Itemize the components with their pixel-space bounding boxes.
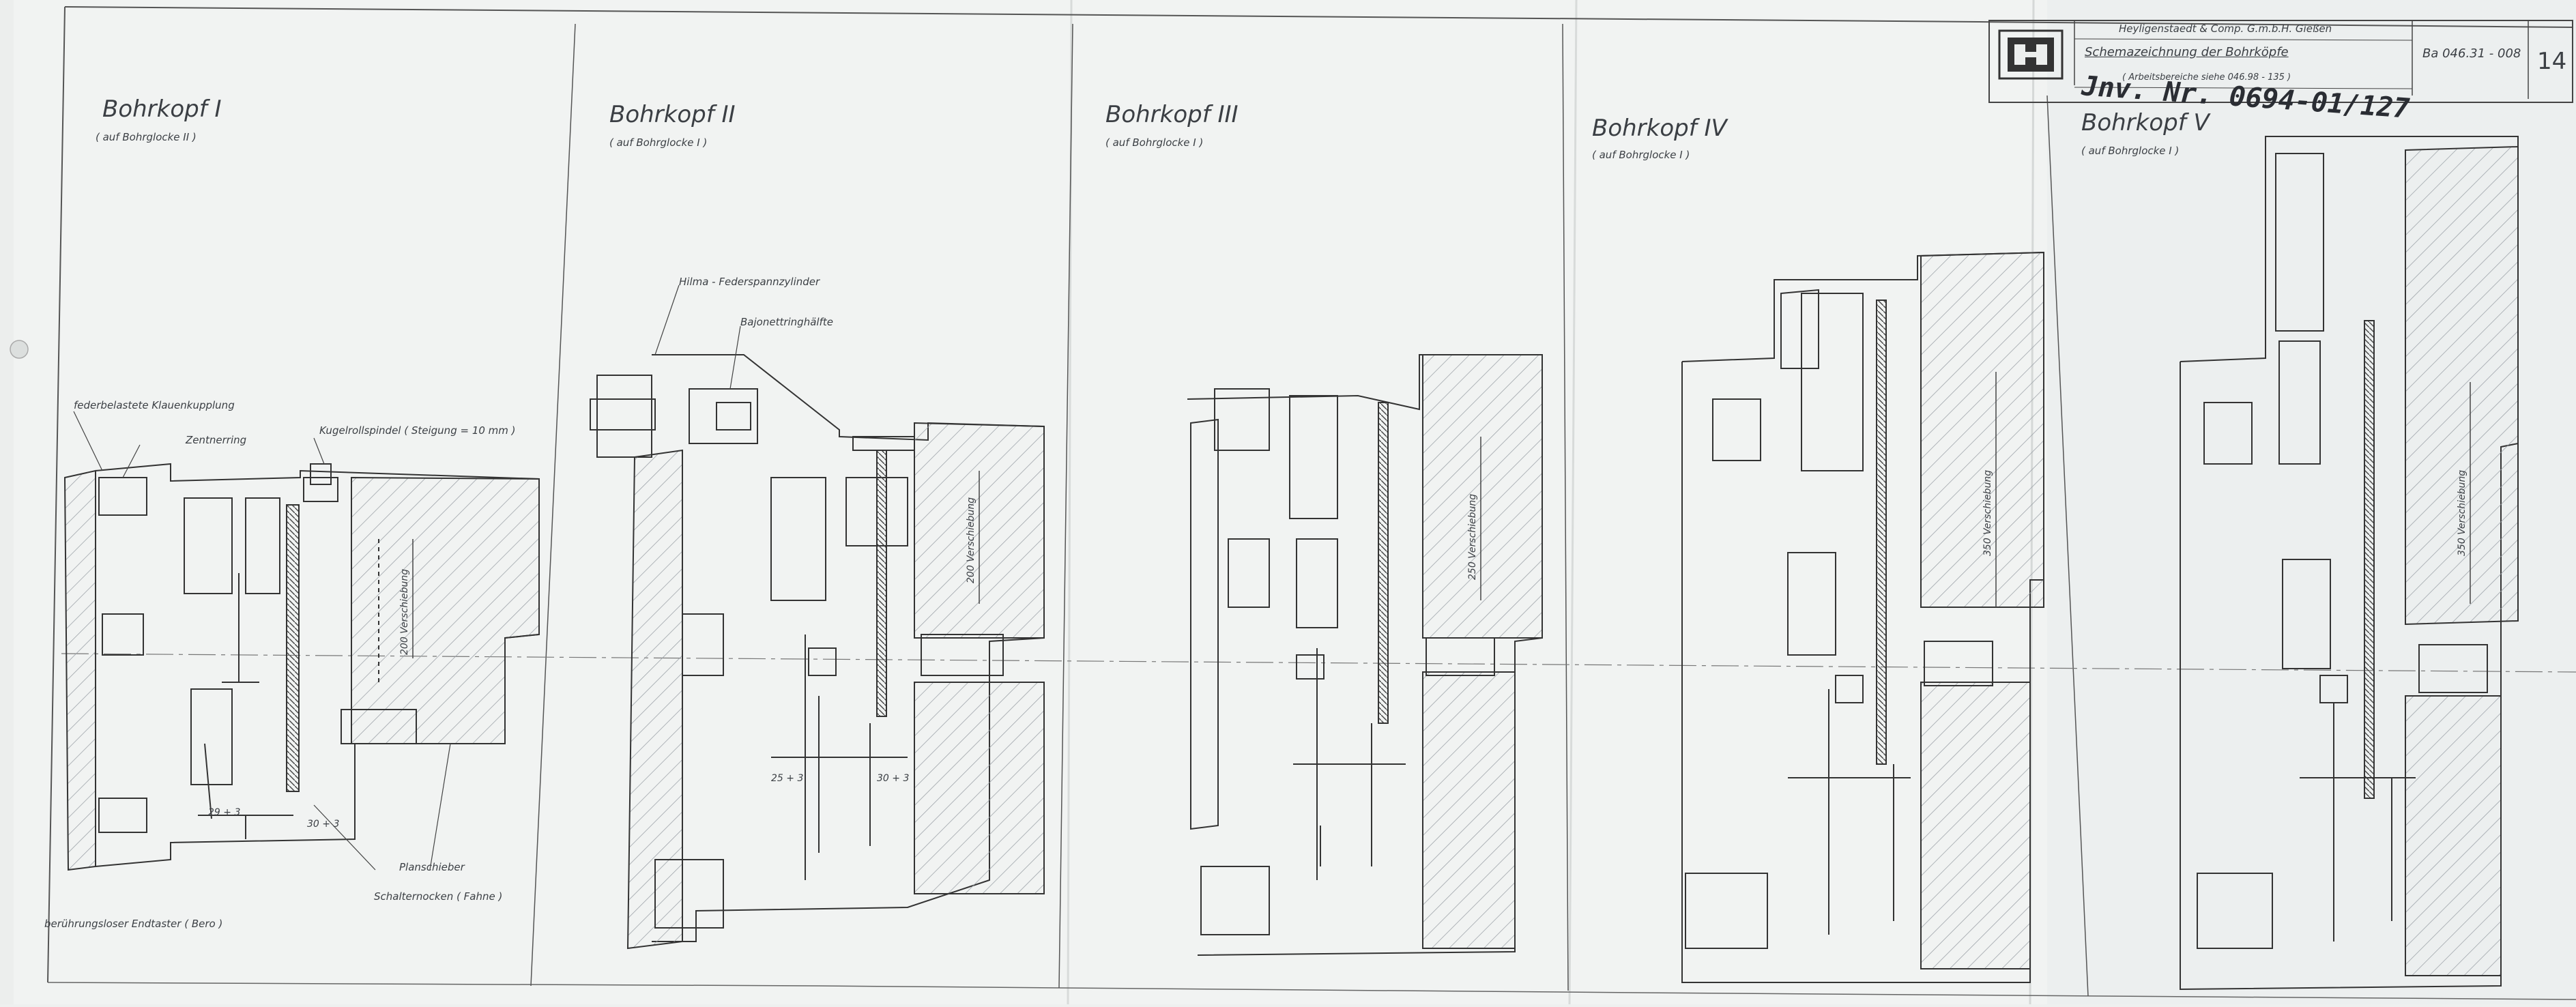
bohrkopf-1-subtitle: ( auf Bohrglocke II ) (96, 131, 197, 143)
bohrkopf-5-subtitle: ( auf Bohrglocke I ) (2081, 145, 2180, 157)
bohrkopf-2-subtitle: ( auf Bohrglocke I ) (609, 136, 708, 149)
bohrkopf-3-subtitle: ( auf Bohrglocke I ) (1105, 136, 1204, 149)
bohrkopf-4-drawing (1681, 251, 2044, 983)
bohrkopf-2-title: Bohrkopf II (609, 101, 736, 128)
bohrkopf-5-travel: 350 Verschiebung (2457, 469, 2468, 556)
bohrkopf-2-drawing (590, 354, 1045, 950)
label-zentnerring: Zentnerring (186, 434, 247, 446)
label-planschieber: Planschieber (399, 861, 465, 873)
label-kugelrollspindel: Kugelrollspindel ( Steigung = 10 mm ) (319, 424, 516, 437)
leader-lines (73, 284, 741, 871)
label-federbelastete-klauenkupplung: federbelastete Klauenkupplung (74, 399, 235, 411)
bohrkopf-5-drawing (2180, 136, 2519, 991)
company-logo (1998, 29, 2064, 80)
dim-h1-a: 29 + 3 (208, 807, 241, 818)
bohrkopf-3-travel: 250 Verschiebung (1467, 493, 1478, 580)
bohrkopf-5-title: Bohrkopf V (2081, 109, 2210, 136)
label-schalternocken: Schalternocken ( Fahne ) (374, 890, 503, 903)
bohrkopf-4-title: Bohrkopf IV (1592, 115, 1727, 142)
bohrkopf-3-title: Bohrkopf III (1105, 101, 1239, 128)
drawing-title: Schemazeichnung der Bohrköpfe (2085, 45, 2289, 59)
range-note: ( Arbeitsbereiche siehe 046.98 - 135 ) (2122, 72, 2291, 83)
bohrkopf-1-drawing (63, 463, 540, 871)
bohrkopf-2-travel: 200 Verschiebung (966, 497, 976, 583)
bohrkopf-4-subtitle: ( auf Bohrglocke I ) (1592, 149, 1690, 161)
dim-h2-b: 30 + 3 (877, 773, 910, 784)
label-bajonettringhalfte: Bajonettringhälfte (740, 316, 833, 328)
bohrkopf-4-travel: 350 Verschiebung (1982, 469, 1993, 556)
label-hilma-federspannzylinder: Hilma - Federspannzylinder (679, 276, 820, 288)
label-beruhrungsloser-endtaster: berührungsloser Endtaster ( Bero ) (44, 918, 223, 930)
sheet-number: 14 (2537, 48, 2567, 75)
bohrkopf-1-travel: 200 Verschiebung (399, 568, 410, 655)
bohrkopf-1-title: Bohrkopf I (102, 96, 222, 123)
bohrkopf-3-drawing (1187, 354, 1543, 956)
dim-h2-a: 25 + 3 (771, 773, 804, 784)
company-name: Heyligenstaedt & Comp. G.m.b.H. Gießen (2119, 23, 2332, 35)
dim-h1-b: 30 + 3 (307, 819, 340, 830)
drawing-number: Ba 046.31 - 008 (2422, 46, 2521, 61)
travel-dimension-lines (412, 372, 2471, 658)
